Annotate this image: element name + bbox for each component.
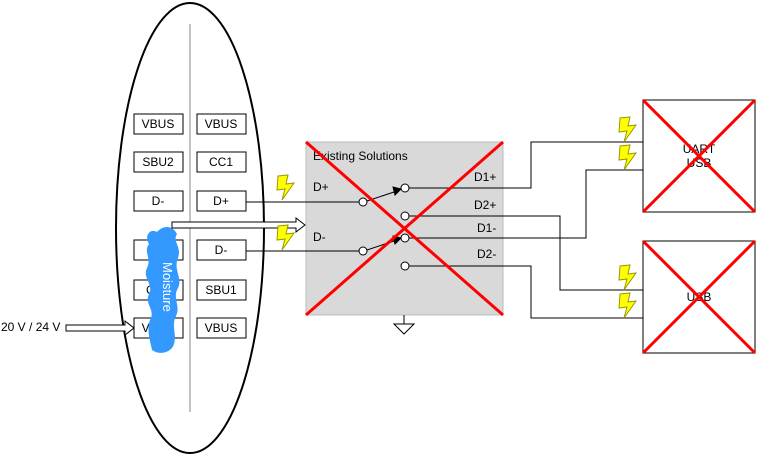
lightning-icon bbox=[276, 174, 295, 201]
lightning-icon bbox=[618, 144, 637, 171]
moisture-blob bbox=[145, 227, 180, 353]
pin-label: D- bbox=[215, 243, 228, 257]
switch-output-d1-plus: D1+ bbox=[474, 170, 496, 184]
right-pin-column: VBUS CC1 D+ D- SBU1 VBUS bbox=[196, 113, 247, 339]
pin-label: D+ bbox=[213, 194, 229, 208]
moisture-short-arrow bbox=[171, 216, 306, 234]
lightning-icon bbox=[618, 292, 637, 319]
vbus-input-label: 20 V / 24 V bbox=[1, 320, 60, 334]
pin-label: VBUS bbox=[205, 321, 238, 335]
pin-label: SBU1 bbox=[205, 283, 237, 297]
pin-left-d-minus bbox=[133, 190, 184, 212]
moisture-label: Moisture bbox=[160, 262, 175, 312]
pin-label: VBUS bbox=[142, 117, 175, 131]
lightning-icon bbox=[618, 116, 637, 143]
pin-left-sbu2 bbox=[133, 151, 184, 173]
switch-output-d2-plus: D2+ bbox=[474, 198, 496, 212]
pin-left-vbus-top bbox=[133, 113, 184, 135]
lightning-icon bbox=[618, 264, 637, 291]
switch-output-d2-minus: D2- bbox=[477, 247, 496, 261]
switch-title: Existing Solutions bbox=[313, 149, 408, 163]
pin-right-d-minus bbox=[196, 239, 247, 261]
pin-right-vbus-top bbox=[196, 113, 247, 135]
switch-input-d-plus: D+ bbox=[313, 180, 329, 194]
pin-label: SBU2 bbox=[142, 155, 174, 169]
pin-right-d-plus bbox=[196, 190, 247, 212]
switch-input-d-minus: D- bbox=[313, 230, 326, 244]
pin-label: VBUS bbox=[205, 117, 238, 131]
output-wiring bbox=[503, 141, 643, 319]
pin-right-vbus-bottom bbox=[196, 317, 247, 339]
switch-internals bbox=[246, 183, 503, 271]
ground-symbol bbox=[392, 315, 416, 335]
pin-label: CC1 bbox=[209, 155, 233, 169]
pin-label: D- bbox=[152, 194, 165, 208]
lightning-icon bbox=[276, 224, 295, 251]
pin-right-sbu1 bbox=[196, 279, 247, 301]
vbus-input-arrow bbox=[65, 319, 135, 337]
uart-usb-label-line2: USB bbox=[687, 156, 712, 170]
switch-cross-mark bbox=[305, 140, 504, 317]
switch-output-d1-minus: D1- bbox=[477, 221, 496, 235]
usb-cross-mark bbox=[641, 239, 757, 355]
pin-right-cc1 bbox=[196, 151, 247, 173]
uart-usb-cross-mark bbox=[641, 98, 757, 214]
